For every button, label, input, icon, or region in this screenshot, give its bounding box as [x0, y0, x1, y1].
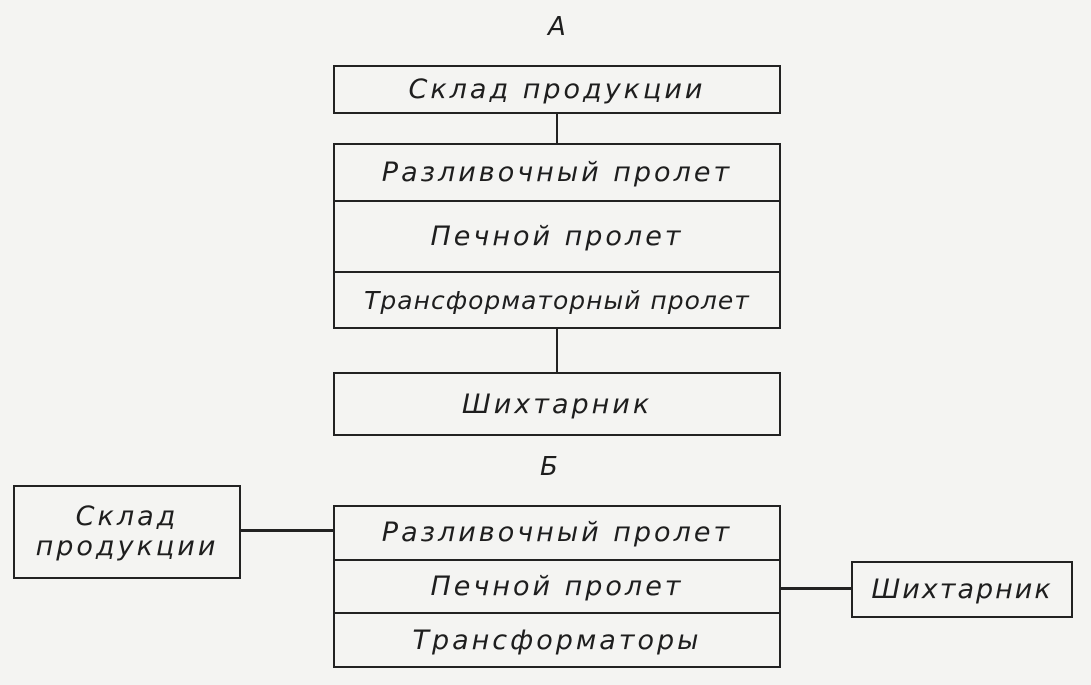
b-warehouse-box: Склад продукции [13, 485, 241, 579]
a-connector-1 [556, 113, 558, 144]
scheme-a-label: А [548, 12, 567, 42]
a-charge-yard-box: Шихтарник [333, 372, 781, 436]
a-bay-casting: Разливочный пролет [381, 156, 733, 188]
b-connector-left [240, 529, 334, 532]
a-connector-2 [556, 328, 558, 373]
b-charge-yard-box: Шихтарник [851, 561, 1073, 618]
b-warehouse-line1: Склад [75, 501, 179, 532]
b-bay-furnace: Печной пролет [335, 558, 779, 613]
b-bay-transformers: Трансформаторы [335, 612, 779, 666]
b-bay-casting: Разливочный пролет [381, 517, 733, 549]
a-bays-block: Разливочный пролет Печной пролет Трансфо… [333, 143, 781, 329]
a-bay-furnace: Печной пролет [335, 199, 779, 271]
b-bays-block: Разливочный пролет Печной пролет Трансфо… [333, 505, 781, 668]
b-connector-right [780, 587, 852, 590]
a-bay-transformer: Трансформаторный пролет [335, 271, 779, 327]
scheme-b-label: Б [540, 452, 559, 482]
a-warehouse-box: Склад продукции [333, 65, 781, 114]
b-warehouse-line2: продукции [35, 531, 219, 562]
